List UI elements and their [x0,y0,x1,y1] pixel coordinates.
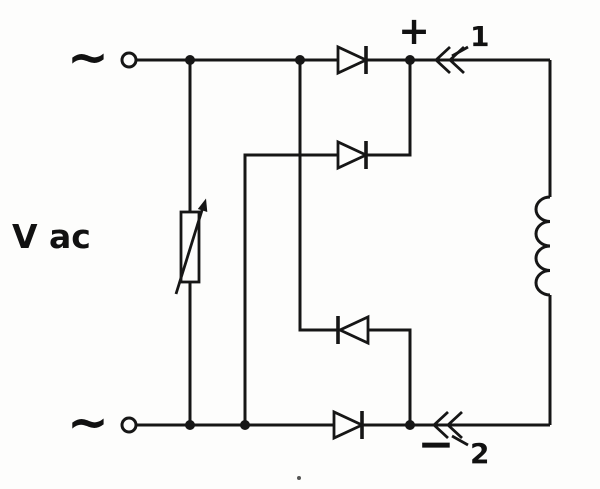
junction-dot-plus [405,55,415,65]
connector-2-label: 2 [470,437,489,470]
diode-3-triangle [336,314,370,346]
varistor-body [179,210,201,284]
diode-2-triangle [336,139,370,171]
stray-dot [297,476,301,480]
junction-dot [295,55,305,65]
diode-3-symbol [336,314,370,346]
junction-dot [185,55,195,65]
diode-4-triangle [332,409,366,441]
connector-1-symbol [433,45,469,75]
junction-dot-minus [405,420,415,430]
connector-2-symbol [431,410,469,447]
plus-label: + [398,9,430,53]
connector-2-chevrons [431,410,463,440]
connector-2-tick [451,434,469,447]
junction-dot [240,420,250,430]
mid-branch-wire-row2 [243,153,338,425]
connector-1-tick [451,45,469,58]
ac-tilde-top-label: ~ [67,28,109,86]
wires [136,58,552,427]
junction-dot [185,420,195,430]
diode-4-symbol [332,409,366,441]
junction-dots [185,55,415,430]
connector-1-label: 1 [470,20,489,53]
varistor-arrow-head [197,198,208,212]
varistor-symbol [174,198,208,295]
diode-1-triangle [336,44,370,76]
diode-2-symbol [336,139,370,171]
row2-output-wire [366,60,412,157]
diode-1-symbol [336,44,370,76]
voltage-label: V ac [12,217,91,256]
row3-output-wire [368,328,412,425]
minus-label: − [418,419,455,470]
ac-terminal-top [120,51,138,69]
coil-symbol [534,195,551,297]
ac-tilde-bottom-label: ~ [67,393,109,451]
mid-branch-wire-row3 [298,60,338,332]
ac-terminal-bottom [120,416,138,434]
varistor-arrow-shaft [174,206,205,295]
